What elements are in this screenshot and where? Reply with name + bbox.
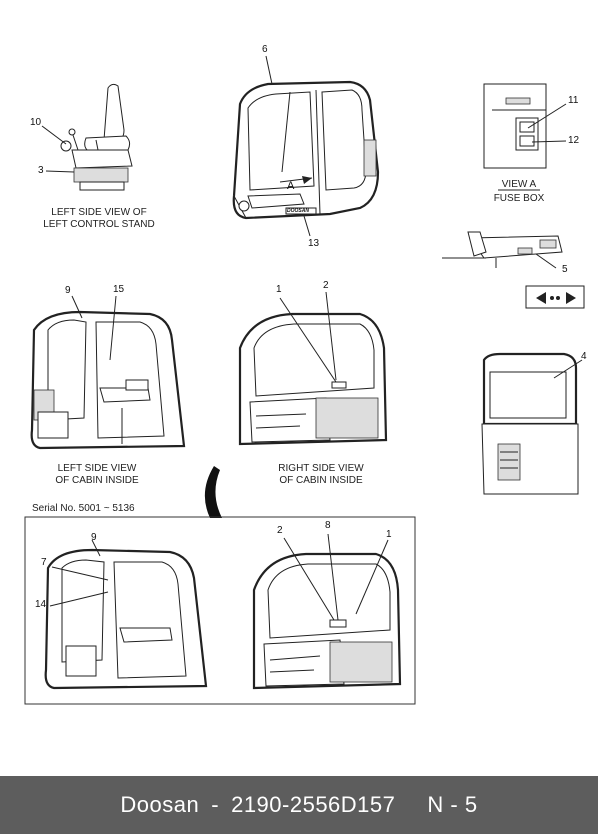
callout-14: 14 bbox=[35, 599, 47, 610]
callout-6: 6 bbox=[262, 44, 268, 55]
serial-inset-frame bbox=[24, 516, 416, 705]
footer-part-number: 2190-2556D157 bbox=[231, 792, 396, 817]
separator-curve bbox=[204, 466, 222, 518]
callout-11: 11 bbox=[568, 95, 579, 106]
inset-left-cabin-illustration bbox=[44, 539, 208, 690]
left-cabin-inside-illustration bbox=[30, 295, 186, 450]
callout-1: 1 bbox=[276, 284, 282, 295]
callout-1-inset: 1 bbox=[386, 529, 392, 540]
footer-separator: - bbox=[211, 792, 220, 817]
left-cabin-caption-line-1: LEFT SIDE VIEW bbox=[57, 463, 137, 474]
serial-number-note: Serial No. 5001 ~ 5136 bbox=[32, 503, 135, 514]
control-stand-caption-line-1: LEFT SIDE VIEW OF bbox=[51, 207, 147, 218]
left-cabin-caption: LEFT SIDE VIEW OF CABIN INSIDE bbox=[42, 463, 152, 487]
seat-control-stand-illustration bbox=[41, 83, 133, 191]
view-a-caption: VIEW A FUSE BOX bbox=[486, 179, 552, 205]
control-panel-illustration bbox=[442, 231, 585, 309]
inset-right-cabin-illustration bbox=[252, 533, 402, 690]
footer-bar: Doosan-2190-2556D157 N - 5 bbox=[0, 776, 598, 834]
cabin-rear-illustration bbox=[481, 352, 583, 495]
footer-page-number: N - 5 bbox=[427, 792, 478, 817]
callout-9: 9 bbox=[65, 285, 71, 296]
view-a-caption-line-1: VIEW A bbox=[501, 179, 537, 190]
callout-13: 13 bbox=[308, 238, 320, 249]
control-stand-caption-line-2: LEFT CONTROL STAND bbox=[43, 219, 155, 230]
footer-brand: Doosan bbox=[120, 792, 200, 817]
exploded-parts-drawing bbox=[24, 55, 585, 705]
callout-2: 2 bbox=[323, 280, 329, 291]
control-stand-caption: LEFT SIDE VIEW OF LEFT CONTROL STAND bbox=[36, 207, 162, 231]
door-logo: DOOSAN bbox=[287, 208, 309, 214]
callout-15: 15 bbox=[113, 284, 125, 295]
callout-5: 5 bbox=[562, 264, 568, 275]
callout-12: 12 bbox=[568, 135, 580, 146]
callout-10: 10 bbox=[30, 117, 42, 128]
view-a-caption-line-2: FUSE BOX bbox=[493, 193, 545, 204]
right-cabin-inside-illustration bbox=[238, 291, 388, 446]
callout-9-inset: 9 bbox=[91, 532, 97, 543]
right-cabin-caption-line-1: RIGHT SIDE VIEW bbox=[278, 463, 364, 474]
right-cabin-caption-line-2: OF CABIN INSIDE bbox=[279, 475, 363, 486]
left-cabin-caption-line-2: OF CABIN INSIDE bbox=[55, 475, 139, 486]
right-cabin-caption: RIGHT SIDE VIEW OF CABIN INSIDE bbox=[262, 463, 380, 487]
callout-3: 3 bbox=[38, 165, 44, 176]
callout-4: 4 bbox=[581, 351, 587, 362]
callout-8: 8 bbox=[325, 520, 331, 531]
view-a-marker: A bbox=[287, 180, 295, 192]
fuse-box-view-a-illustration bbox=[483, 83, 567, 191]
callout-7: 7 bbox=[41, 557, 47, 568]
cabin-door-illustration bbox=[232, 55, 380, 237]
callout-2-inset: 2 bbox=[277, 525, 283, 536]
